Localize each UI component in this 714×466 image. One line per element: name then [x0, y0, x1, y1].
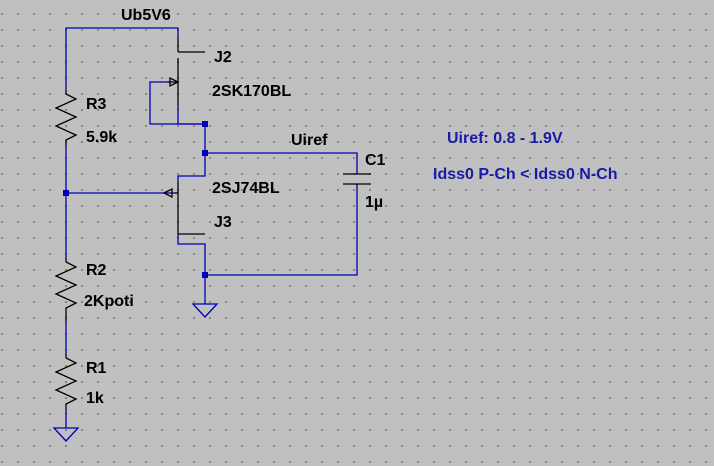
j3-ref-label: J3	[214, 214, 232, 231]
c1-ref-label: C1	[365, 152, 386, 169]
jfet-j3-symbol	[162, 182, 205, 235]
j2-ref-label: J2	[214, 49, 232, 66]
ground-symbol-right	[191, 303, 219, 318]
junction-j2-source	[202, 121, 208, 127]
capacitor-c1-symbol	[343, 173, 371, 186]
net-label-supply: Ub5V6	[121, 7, 171, 24]
r3-ref-label: R3	[86, 96, 107, 113]
wire-j3-drain	[177, 234, 206, 304]
wire-uiref-to-c1	[205, 152, 358, 174]
r3-value-label: 5.9k	[86, 129, 117, 146]
resistor-r2-symbol	[54, 258, 78, 322]
wires	[65, 27, 358, 428]
r1-ref-label: R1	[86, 360, 107, 377]
r1-value-label: 1k	[86, 390, 104, 407]
wire-j2-to-j3	[177, 106, 206, 182]
net-label-uiref: Uiref	[291, 132, 328, 149]
note-idss-condition: Idss0 P-Ch < Idss0 N-Ch	[433, 166, 618, 183]
j2-value-label: 2SK170BL	[212, 83, 291, 100]
wire-c1-to-ground	[205, 186, 358, 276]
jfet-j2-symbol	[167, 38, 205, 106]
junctions	[63, 121, 208, 278]
r2-value-label: 2Kpoti	[84, 293, 134, 310]
resistor-r1-symbol	[54, 354, 78, 410]
junction-divider	[63, 190, 69, 196]
junction-ground-node	[202, 272, 208, 278]
junction-uiref	[202, 150, 208, 156]
wire-supply-rail	[65, 27, 179, 90]
resistor-r3-symbol	[54, 90, 78, 146]
r2-ref-label: R2	[86, 262, 107, 279]
note-uiref-range: Uiref: 0.8 - 1.9V	[447, 130, 563, 147]
j3-value-label: 2SJ74BL	[212, 180, 280, 197]
ground-symbol-left	[52, 427, 80, 442]
c1-value-label: 1µ	[365, 194, 383, 211]
